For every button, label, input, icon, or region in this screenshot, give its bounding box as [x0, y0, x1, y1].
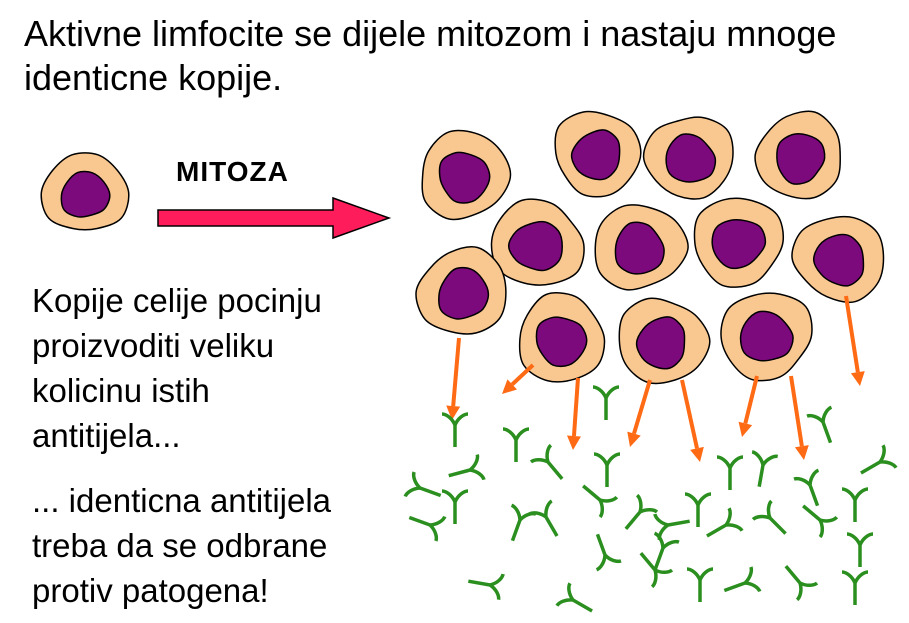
antibody-release-arrow	[789, 375, 809, 460]
antibody	[706, 507, 744, 538]
text-line: antitijela...	[32, 417, 181, 454]
text-line: kolicinu istih	[32, 372, 210, 409]
lymphocyte-cell	[40, 152, 130, 231]
antibody-release-arrow	[627, 379, 652, 447]
antibody	[528, 499, 559, 537]
antibody	[802, 504, 839, 539]
text-line: proizvoditi veliku	[32, 327, 275, 364]
cell-nucleus	[438, 266, 490, 320]
antibody	[860, 444, 898, 475]
slide-title: Aktivne limfocite se dijele mitozom i na…	[24, 12, 894, 100]
cell-nucleus	[776, 133, 826, 185]
antibody	[502, 427, 530, 462]
cell-nucleus	[711, 218, 767, 270]
antibody	[448, 454, 486, 481]
antibody	[716, 455, 744, 490]
antibody	[639, 552, 674, 589]
cell-nucleus	[665, 133, 717, 183]
antibody	[593, 452, 621, 487]
text-line: treba da se odbrane	[32, 527, 328, 564]
lymphocyte-cell	[415, 246, 507, 335]
cell-nucleus	[535, 316, 588, 368]
lymphocyte-cell	[554, 110, 642, 198]
lymphocyte-cell	[754, 110, 841, 200]
mitosis-label: MITOZA	[176, 156, 289, 187]
antibody	[841, 487, 869, 522]
lymphocyte-cell	[791, 215, 885, 304]
antibody	[723, 566, 762, 593]
antibody	[555, 582, 593, 613]
text-line: ... identicna antitijela	[32, 482, 332, 519]
cell-nucleus	[635, 316, 686, 370]
antibody	[624, 493, 659, 530]
antibody	[841, 570, 869, 605]
antibody	[686, 567, 714, 602]
antibody-release-arrow	[566, 377, 581, 450]
antibody	[684, 492, 712, 527]
cell-nucleus	[812, 233, 865, 287]
antibody	[529, 443, 564, 480]
antibody	[653, 531, 680, 570]
cell-nucleus	[570, 129, 621, 181]
antibody	[582, 484, 619, 519]
text-line: protiv patogena!	[32, 572, 269, 609]
antibody-release-arrow	[680, 379, 704, 462]
antibody	[468, 573, 505, 601]
antibody	[408, 515, 447, 542]
antibody	[751, 499, 787, 535]
antibody	[595, 533, 622, 572]
antibody	[846, 532, 874, 567]
lymphocyte-cell	[490, 198, 585, 286]
cell-nucleus	[60, 170, 111, 218]
text-line: Kopije celije pocinju	[32, 282, 322, 319]
antibody-release-arrow	[738, 375, 759, 437]
antibody	[806, 405, 833, 444]
antibody-release-arrow	[502, 363, 535, 394]
lymphocyte-cell	[421, 129, 512, 221]
antibody	[441, 412, 469, 447]
title-line: identicne kopije.	[24, 57, 283, 98]
text-block-identical-antibodies: ... identicna antitijela treba da se odb…	[32, 478, 331, 613]
antibody	[403, 471, 442, 498]
lymphocyte-cell	[618, 297, 711, 385]
cell-nucleus	[614, 221, 665, 275]
antibody	[784, 565, 819, 602]
antibody	[751, 450, 779, 487]
antibody-release-arrow	[446, 337, 461, 420]
lymphocyte-cell	[518, 292, 606, 383]
antibody	[653, 513, 690, 541]
antibody	[592, 385, 620, 420]
lymphocyte-cell	[594, 204, 689, 291]
antibody	[510, 503, 537, 542]
cell-nucleus	[507, 220, 563, 272]
antibody	[441, 489, 469, 524]
cell-nucleus	[438, 151, 491, 204]
antibody-release-arrow	[844, 295, 865, 386]
text-block-copies-produce: Kopije celije pocinju proizvoditi veliku…	[32, 278, 322, 458]
title-line: Aktivne limfocite se dijele mitozom i na…	[24, 13, 837, 54]
lymphocyte-cell	[720, 292, 813, 382]
lymphocyte-cell	[693, 197, 785, 288]
mitosis-arrow	[157, 196, 392, 240]
cell-nucleus	[739, 310, 794, 362]
antibody	[793, 468, 820, 507]
lymphocyte-cell	[642, 116, 734, 200]
